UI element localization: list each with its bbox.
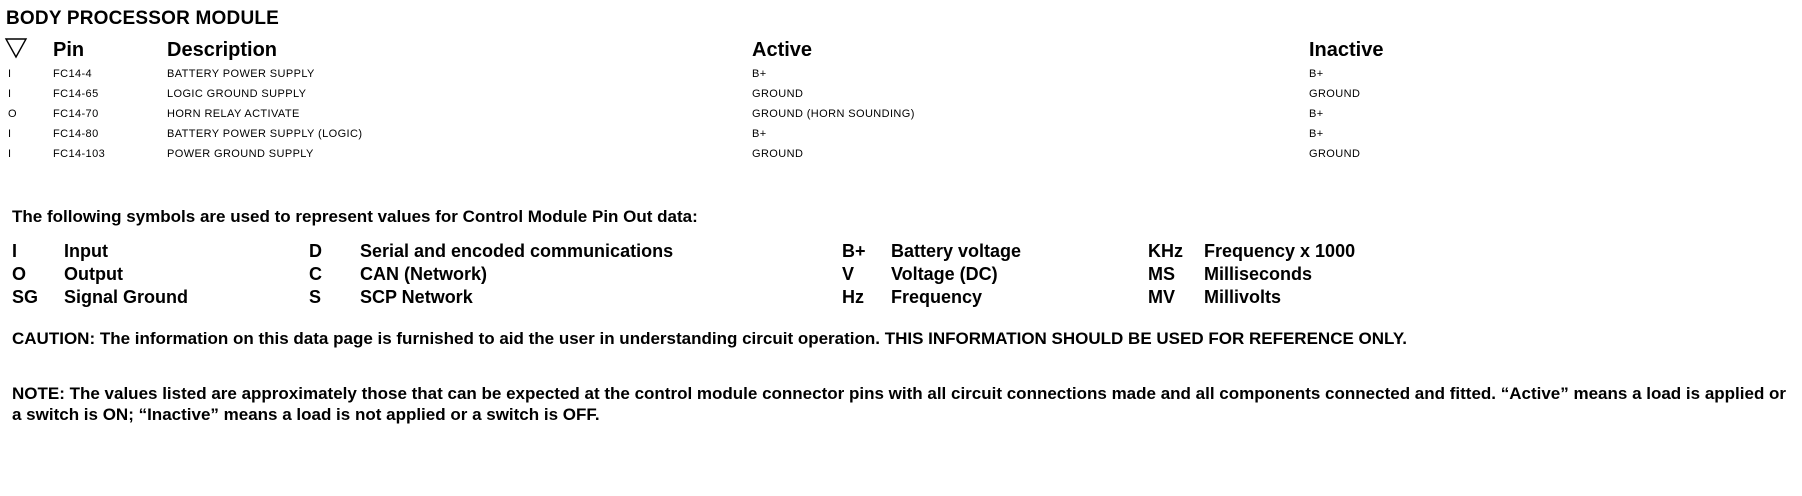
- inactive-cell: GROUND: [1309, 88, 1361, 100]
- pin-header: Pin: [53, 39, 85, 61]
- table-row: I FC14-80 BATTERY POWER SUPPLY (LOGIC) B…: [0, 128, 1802, 147]
- symbol-meaning: Input: [64, 241, 108, 261]
- table-row: I FC14-103 POWER GROUND SUPPLY GROUND GR…: [0, 148, 1802, 167]
- pin-cell: FC14-70: [53, 108, 99, 120]
- inactive-header: Inactive: [1309, 39, 1384, 61]
- symbol-meaning: Output: [64, 264, 123, 284]
- down-triangle-icon: [4, 38, 28, 59]
- symbol-code: B+: [842, 241, 866, 261]
- symbol-code: D: [309, 241, 322, 261]
- description-header: Description: [167, 39, 278, 61]
- symbol-meaning: Frequency: [891, 287, 983, 307]
- inactive-cell: B+: [1309, 128, 1324, 140]
- symbol-meaning: Serial and encoded communications: [360, 241, 674, 261]
- description-cell: POWER GROUND SUPPLY: [167, 148, 314, 160]
- pin-cell: FC14-80: [53, 128, 99, 140]
- symbol-code: S: [309, 287, 322, 307]
- table-row: I FC14-4 BATTERY POWER SUPPLY B+ B+: [0, 68, 1802, 87]
- active-cell: GROUND: [752, 88, 804, 100]
- page-title: BODY PROCESSOR MODULE: [6, 8, 280, 29]
- description-cell: BATTERY POWER SUPPLY: [167, 68, 315, 80]
- symbol-code: SG: [12, 287, 39, 307]
- symbol-code: C: [309, 264, 322, 284]
- pin-cell: FC14-4: [53, 68, 93, 80]
- io-cell: I: [8, 88, 12, 100]
- symbol-code: O: [12, 264, 27, 284]
- pin-cell: FC14-65: [53, 88, 99, 100]
- symbol-code: Hz: [842, 287, 864, 307]
- symbols-intro: The following symbols are used to repres…: [12, 207, 698, 226]
- symbol-code: V: [842, 264, 855, 284]
- symbol-meaning: Signal Ground: [64, 287, 188, 307]
- io-cell: I: [8, 148, 12, 160]
- active-cell: GROUND (HORN SOUNDING): [752, 108, 915, 120]
- active-cell: B+: [752, 68, 767, 80]
- inactive-cell: GROUND: [1309, 148, 1361, 160]
- pin-cell: FC14-103: [53, 148, 106, 160]
- io-cell: I: [8, 68, 12, 80]
- symbol-meaning: SCP Network: [360, 287, 473, 307]
- symbol-meaning: Battery voltage: [891, 241, 1022, 261]
- active-cell: B+: [752, 128, 767, 140]
- active-header: Active: [752, 39, 813, 61]
- description-cell: LOGIC GROUND SUPPLY: [167, 88, 307, 100]
- symbol-meaning: Millivolts: [1204, 287, 1282, 307]
- symbol-code: MV: [1148, 287, 1175, 307]
- description-cell: HORN RELAY ACTIVATE: [167, 108, 300, 120]
- active-cell: GROUND: [752, 148, 804, 160]
- note-text: NOTE: The values listed are approximatel…: [12, 384, 1787, 424]
- symbol-meaning: Milliseconds: [1204, 264, 1313, 284]
- symbol-code: I: [12, 241, 18, 261]
- symbol-meaning: Frequency x 1000: [1204, 241, 1356, 261]
- table-row: I FC14-65 LOGIC GROUND SUPPLY GROUND GRO…: [0, 88, 1802, 107]
- io-cell: O: [8, 108, 17, 120]
- symbol-code: MS: [1148, 264, 1175, 284]
- symbol-meaning: CAN (Network): [360, 264, 488, 284]
- symbol-meaning: Voltage (DC): [891, 264, 998, 284]
- description-cell: BATTERY POWER SUPPLY (LOGIC): [167, 128, 363, 140]
- inactive-cell: B+: [1309, 68, 1324, 80]
- inactive-cell: B+: [1309, 108, 1324, 120]
- caution-text: CAUTION: The information on this data pa…: [12, 329, 1408, 348]
- io-cell: I: [8, 128, 12, 140]
- table-row: O FC14-70 HORN RELAY ACTIVATE GROUND (HO…: [0, 108, 1802, 127]
- symbol-code: KHz: [1148, 241, 1183, 261]
